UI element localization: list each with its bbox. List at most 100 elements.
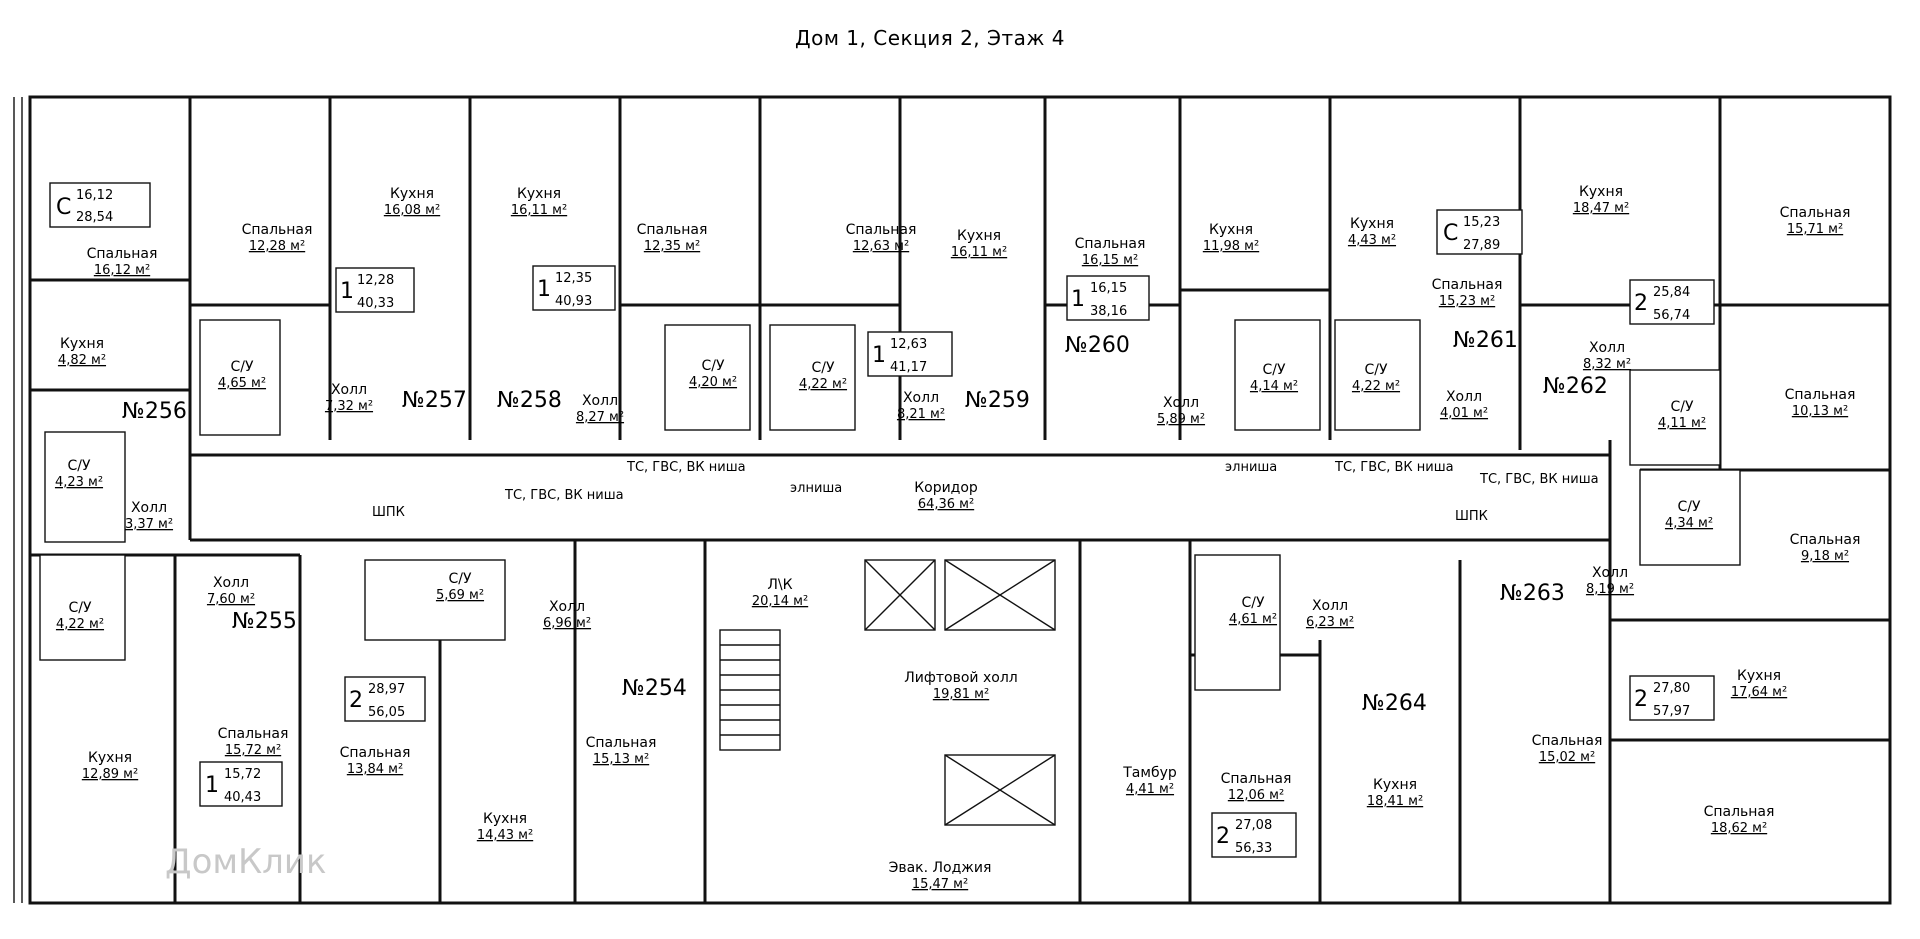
room-name: Холл xyxy=(1312,598,1348,614)
room-name: Спальная xyxy=(1785,387,1856,403)
note: ШПК xyxy=(1455,509,1488,524)
svg-text:1: 1 xyxy=(340,279,354,304)
room-area: 16,12 м² xyxy=(94,263,150,278)
partitions-top xyxy=(188,97,1890,622)
room-area: 4,20 м² xyxy=(689,375,737,390)
svg-text:27,08: 27,08 xyxy=(1235,818,1272,833)
room-name: Холл xyxy=(331,382,367,398)
partitions-bottom xyxy=(30,540,1612,903)
room-name: Спальная xyxy=(846,222,917,238)
apartment-number: №264 xyxy=(1362,691,1427,716)
room-area: 4,22 м² xyxy=(56,617,104,632)
room-name: Кухня xyxy=(483,811,527,827)
apartment-number: №260 xyxy=(1065,333,1130,358)
room-name: Холл xyxy=(549,599,585,615)
room-name: Спальная xyxy=(1075,236,1146,252)
svg-text:27,80: 27,80 xyxy=(1653,681,1690,696)
summary-255: 1 15,72 40,43 xyxy=(199,761,283,807)
room-area: 11,98 м² xyxy=(1203,239,1259,254)
room-area: 8,27 м² xyxy=(576,410,624,425)
note: элниша xyxy=(790,481,842,496)
svg-text:41,17: 41,17 xyxy=(890,360,927,375)
room-area: 4,23 м² xyxy=(55,475,103,490)
svg-text:12,35: 12,35 xyxy=(555,271,592,286)
svg-text:40,33: 40,33 xyxy=(357,296,394,311)
summary-262: 2 25,84 56,74 xyxy=(1629,279,1715,325)
svg-text:15,23: 15,23 xyxy=(1463,215,1500,230)
room-name: С/У xyxy=(448,571,471,587)
elevators xyxy=(864,559,1056,826)
apartment-number: №258 xyxy=(497,388,562,413)
room-area: 15,72 м² xyxy=(225,743,281,758)
note: элниша xyxy=(1225,460,1277,475)
room-area: 7,60 м² xyxy=(207,592,255,607)
note: ТС, ГВС, ВК ниша xyxy=(1334,460,1454,475)
room-area: 12,89 м² xyxy=(82,767,138,782)
room-name: Кухня xyxy=(1350,216,1394,232)
svg-text:1: 1 xyxy=(537,277,551,302)
room-area: 14,43 м² xyxy=(477,828,533,843)
svg-text:40,93: 40,93 xyxy=(555,294,592,309)
svg-text:25,84: 25,84 xyxy=(1653,285,1690,300)
svg-text:2: 2 xyxy=(1634,291,1648,316)
room-name: Л\К xyxy=(767,577,792,593)
room-area: 3,37 м² xyxy=(125,517,173,532)
apartment-number: №259 xyxy=(965,388,1030,413)
room-name: С/У xyxy=(1364,362,1387,378)
room-area: 17,64 м² xyxy=(1731,685,1787,700)
svg-text:12,63: 12,63 xyxy=(890,337,927,352)
room-name: Холл xyxy=(1163,395,1199,411)
room-name: С/У xyxy=(1262,362,1285,378)
room-area: 12,35 м² xyxy=(644,239,700,254)
room-name: Кухня xyxy=(390,186,434,202)
apartment-number: №255 xyxy=(232,609,297,634)
room-name: Кухня xyxy=(1579,184,1623,200)
room-area: 4,22 м² xyxy=(1352,379,1400,394)
svg-text:1: 1 xyxy=(1071,287,1085,312)
svg-text:2: 2 xyxy=(1634,687,1648,712)
room-name: Кухня xyxy=(957,228,1001,244)
apartment-number: №261 xyxy=(1453,328,1518,353)
room-area: 6,96 м² xyxy=(543,616,591,631)
svg-text:16,15: 16,15 xyxy=(1090,281,1127,296)
room-area: 16,11 м² xyxy=(511,203,567,218)
room-area: 8,19 м² xyxy=(1586,582,1634,597)
svg-text:56,74: 56,74 xyxy=(1653,308,1690,323)
room-area: 8,21 м² xyxy=(897,407,945,422)
room-area: 13,84 м² xyxy=(347,762,403,777)
note: ТС, ГВС, ВК ниша xyxy=(504,488,624,503)
room-area: 20,14 м² xyxy=(752,594,808,609)
svg-text:56,33: 56,33 xyxy=(1235,841,1272,856)
room-name: С/У xyxy=(68,600,91,616)
room-name: Кухня xyxy=(60,336,104,352)
plan-title: Дом 1, Секция 2, Этаж 4 xyxy=(795,26,1065,50)
room-area: 16,11 м² xyxy=(951,245,1007,260)
room-area: 4,61 м² xyxy=(1229,612,1277,627)
room-name: Спальная xyxy=(637,222,708,238)
room-area: 4,43 м² xyxy=(1348,233,1396,248)
apartment-labels: №256 №257 №258 №259 №260 №261 №262 №263 … xyxy=(122,328,1608,716)
room-area: 8,32 м² xyxy=(1583,357,1631,372)
summary-261: С 15,23 27,89 xyxy=(1436,209,1523,255)
room-name: Тамбур xyxy=(1122,765,1177,781)
summary-254: 2 28,97 56,05 xyxy=(344,676,426,722)
room-name: Кухня xyxy=(1373,777,1417,793)
svg-text:38,16: 38,16 xyxy=(1090,304,1127,319)
apartment-number: №254 xyxy=(622,676,687,701)
svg-text:28,97: 28,97 xyxy=(368,682,405,697)
room-name: С/У xyxy=(1677,499,1700,515)
outer-wall xyxy=(28,95,1892,905)
svg-text:2: 2 xyxy=(1216,824,1230,849)
room-area: 5,69 м² xyxy=(436,588,484,603)
room-name: Спальная xyxy=(218,726,289,742)
room-name: С/У xyxy=(1670,399,1693,415)
room-area: 4,41 м² xyxy=(1126,782,1174,797)
room-area: 4,11 м² xyxy=(1658,416,1706,431)
room-area: 19,81 м² xyxy=(933,687,989,702)
room-name: Кухня xyxy=(1737,668,1781,684)
summary-256: С 16,12 28,54 xyxy=(49,182,151,228)
stairwell xyxy=(719,629,781,751)
svg-text:15,72: 15,72 xyxy=(224,767,261,782)
room-area: 64,36 м² xyxy=(918,497,974,512)
